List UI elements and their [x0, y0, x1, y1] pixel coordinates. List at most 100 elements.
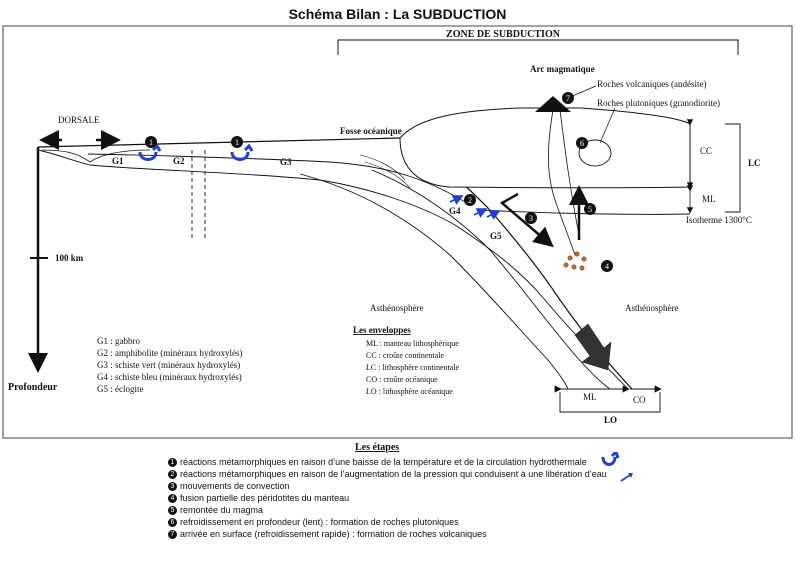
g-legend-item: G1 : gabbro — [97, 336, 140, 346]
lc-label: LC — [748, 158, 761, 168]
hydrothermal-icon-2 — [230, 143, 254, 161]
g3-label: G3 — [280, 157, 292, 167]
stage-number: 5 — [168, 506, 177, 516]
fosse-label: Fosse océanique — [340, 126, 402, 136]
stages-title: Les étapes — [355, 442, 400, 453]
slab-motion-arrow — [574, 323, 612, 371]
stage-number: 7 — [168, 530, 177, 540]
water-arrow-3 — [486, 210, 501, 220]
ridge-shape — [41, 149, 151, 163]
marker-6: 6 — [576, 137, 588, 149]
convection-arrow — [499, 192, 554, 248]
slab-mid — [371, 169, 611, 390]
stage-text: mouvements de convection — [180, 481, 290, 491]
marker-1b: 1 — [231, 136, 243, 148]
diagram-frame — [2, 25, 793, 439]
g-legend-item: G2 : amphibolite (minéraux hydroxylés) — [97, 348, 242, 358]
svg-text:6: 6 — [580, 139, 584, 148]
g4-label: G4 — [449, 206, 461, 216]
stage-text: réactions métamorphiques en raison de l’… — [180, 469, 607, 479]
astheno-right-label: Asthénosphère — [625, 303, 679, 313]
lith-mantle-base — [479, 209, 691, 215]
svg-text:7: 7 — [566, 94, 570, 103]
water-arrow-2 — [473, 208, 488, 218]
envelopes-item: LO : lithosphère océanique — [366, 387, 453, 396]
stage-number: 2 — [168, 470, 177, 480]
g-legend-item: G5 : éclogite — [97, 384, 144, 394]
stage-number: 4 — [168, 494, 177, 504]
depth-label: 100 km — [55, 253, 84, 263]
ml-label: ML — [702, 194, 716, 204]
stage-number: 6 — [168, 518, 177, 528]
magma-conduits — [547, 109, 581, 256]
cc-label: CC — [700, 146, 712, 156]
leader-pluto — [599, 107, 616, 144]
lo-label: LO — [604, 415, 617, 425]
svg-text:2: 2 — [468, 196, 472, 205]
subduction-diagram: ZONE DE SUBDUCTION — [2, 25, 793, 439]
envelopes-item: ML : manteau lithosphérique — [366, 339, 459, 348]
stage-text: fusion partielle des péridotites du mant… — [180, 493, 350, 503]
ocean-lith-base — [37, 149, 629, 390]
g-legend: G1 : gabbro G2 : amphibolite (minéraux h… — [97, 336, 242, 394]
wedge-lines — [359, 154, 411, 189]
g5-label: G5 — [490, 231, 502, 241]
marker-5: 5 — [584, 203, 596, 215]
marker-1a: 1 — [145, 136, 157, 148]
continental-crust — [399, 107, 691, 189]
hydrothermal-icon — [601, 452, 620, 466]
g1-label: G1 — [112, 156, 124, 166]
stage-text: arrivée en surface (refroidissement rapi… — [180, 529, 487, 539]
envelopes-item: LC : lithosphère continentale — [366, 363, 460, 372]
co-bottom-label: CO — [633, 395, 646, 405]
hydrothermal-icon-1 — [138, 143, 162, 161]
astheno-left-label: Asthénosphère — [370, 303, 424, 313]
slab-bottom — [299, 173, 569, 390]
water-release-icon — [620, 473, 633, 482]
svg-text:5: 5 — [588, 205, 592, 214]
marker-4: 4 — [601, 260, 613, 272]
pluton — [578, 139, 612, 167]
svg-text:1: 1 — [235, 138, 239, 147]
dorsale-label: DORSALE — [58, 115, 100, 125]
zone-bracket — [337, 39, 739, 55]
stage-text: réactions métamorphiques en raison d’une… — [180, 457, 587, 467]
envelopes-legend: Les enveloppes ML : manteau lithosphériq… — [353, 325, 460, 396]
stage-text: remontée du magma — [180, 505, 264, 515]
water-arrow-1 — [449, 195, 464, 205]
marker-3: 3 — [525, 212, 537, 224]
isotherme-label: Isotherme 1300°C — [686, 215, 752, 225]
envelopes-title: Les enveloppes — [353, 325, 411, 335]
stage-text: refroidissement en profondeur (lent) : f… — [180, 517, 459, 527]
volc-label: Roches volcaniques (andésite) — [597, 79, 706, 89]
marker-7: 7 — [562, 92, 574, 104]
pluto-label: Roches plutoniques (granodiorite) — [597, 98, 720, 108]
zone-label: ZONE DE SUBDUCTION — [446, 29, 561, 40]
envelopes-item: CO : croûte océanique — [366, 375, 438, 384]
lc-bracket — [725, 123, 741, 213]
svg-text:4: 4 — [605, 262, 609, 271]
ocean-surface — [37, 137, 401, 148]
volcano — [535, 96, 571, 112]
diagram-title: Schéma Bilan : La SUBDUCTION — [288, 6, 507, 22]
lo-bracket — [559, 392, 661, 413]
partial-melt-dots — [563, 251, 587, 271]
marker-2: 2 — [464, 194, 476, 206]
stage-number: 3 — [168, 482, 177, 492]
svg-text:1: 1 — [149, 138, 153, 147]
stage-number: 1 — [168, 458, 177, 468]
ml-bottom-label: ML — [583, 392, 597, 402]
svg-text:3: 3 — [529, 214, 533, 223]
arc-label: Arc magmatique — [530, 64, 595, 74]
g-legend-item: G3 : schiste vert (minéraux hydroxylés) — [97, 360, 240, 370]
profondeur-label: Profondeur — [8, 382, 58, 393]
g2-label: G2 — [173, 156, 185, 166]
ocean-crust-base — [87, 153, 471, 206]
